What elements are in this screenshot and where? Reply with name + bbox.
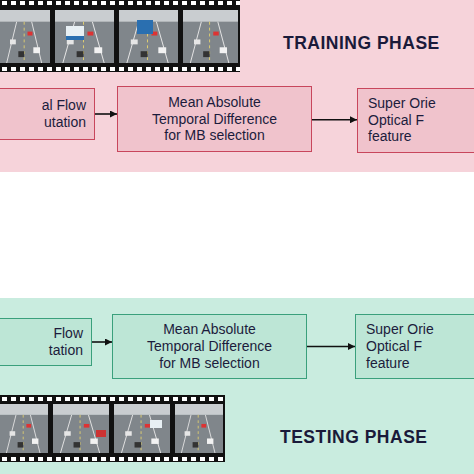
process-box: Flow tation (0, 318, 92, 366)
flow-arrow (92, 341, 112, 343)
film-strip (0, 0, 240, 72)
process-box: Mean Absolute Temporal Difference for MB… (117, 86, 312, 152)
drawing-part (119, 10, 178, 63)
drawing-part (114, 404, 170, 453)
drawing-part (0, 396, 225, 402)
drawing-part (0, 1, 240, 7)
drawing-part (0, 395, 225, 462)
phase-band: TESTING PHASE Flow tation Mean Absolute Te… (0, 298, 474, 474)
drawing-part (0, 10, 50, 63)
box-label: al Flow utation (26, 97, 86, 131)
drawing-part (175, 404, 223, 453)
box-label: Super Orie Optical F feature (368, 95, 458, 145)
box-label: Super Orie Optical F feature (366, 321, 456, 371)
drawing-part (53, 404, 109, 453)
drawing-part (150, 420, 162, 428)
drawing-part (0, 404, 48, 453)
process-box: Mean Absolute Temporal Difference for MB… (112, 314, 307, 379)
flow-arrow (307, 346, 355, 348)
box-label: Flow tation (33, 325, 83, 359)
phase-heading: TRAINING PHASE (283, 33, 440, 54)
drawing-part (0, 455, 225, 461)
drawing-part (55, 10, 114, 63)
process-box: al Flow utation (0, 88, 95, 140)
process-box: Super Orie Optical F feature (355, 314, 474, 379)
drawing-part (0, 65, 240, 71)
box-label: Mean Absolute Temporal Difference for MB… (145, 94, 285, 144)
drawing-part (96, 430, 106, 437)
drawing-part (137, 20, 153, 34)
phase-band: TRAINING PHASE al Flow utation Mean Absolu… (0, 0, 474, 172)
box-label: Mean Absolute Temporal Difference for MB… (140, 321, 280, 371)
film-strip (0, 395, 225, 462)
drawing-part (66, 26, 84, 40)
phase-heading: TESTING PHASE (280, 427, 428, 448)
process-box: Super Orie Optical F feature (357, 88, 474, 153)
flow-arrow (312, 119, 357, 121)
drawing-part (66, 36, 84, 40)
flow-arrow (95, 113, 117, 115)
drawing-part (183, 10, 238, 63)
drawing-part (0, 0, 240, 72)
